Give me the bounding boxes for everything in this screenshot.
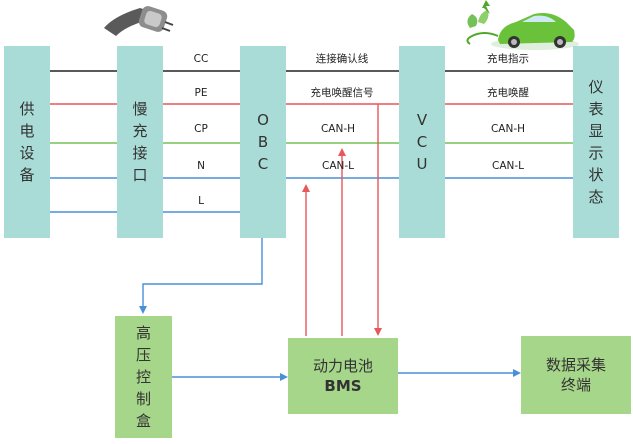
dashboard-box: 仪表显示状态 — [573, 46, 619, 238]
wire-label-can-h-mid: CAN-H — [320, 123, 356, 135]
obc-label: OBC — [257, 111, 269, 173]
vcu-label: VCU — [416, 111, 428, 173]
slow-charge-port-label: 慢充接口 — [132, 100, 148, 184]
data-terminal-box: 数据采集 终端 — [521, 336, 631, 414]
wire-label-l: L — [198, 195, 204, 207]
bms-label-line2: BMS — [324, 377, 362, 395]
wire-label-can-l-right: CAN-L — [491, 160, 525, 172]
power-supply-label: 供电设备 — [19, 100, 35, 184]
wire-label-cp: CP — [194, 123, 208, 135]
data-terminal-label-line2: 终端 — [560, 376, 591, 394]
wire-label-pe: PE — [194, 87, 208, 99]
wire-label-connect-confirm: 连接确认线 — [315, 53, 369, 65]
power-supply-box: 供电设备 — [4, 46, 50, 238]
wire-label-charge-indicator: 充电指示 — [487, 53, 529, 65]
dashboard-label: 仪表显示状态 — [588, 78, 604, 206]
wire-label-charge-wake: 充电唤醒 — [487, 87, 529, 99]
bms-label-line1: 动力电池 — [312, 357, 373, 375]
wire-label-wake-signal: 充电唤醒信号 — [310, 87, 374, 99]
wire-obc-to-hvbox — [139, 238, 263, 314]
vcu-box: VCU — [399, 46, 445, 238]
data-terminal-label-line1: 数据采集 — [545, 356, 606, 374]
slow-charge-port-box: 慢充接口 — [117, 46, 163, 238]
wire-label-n: N — [197, 160, 205, 172]
wire-label-can-h-right: CAN-H — [490, 123, 526, 135]
hv-control-label: 高压控制盒 — [135, 324, 151, 430]
hv-control-box: 高压控制盒 — [115, 316, 172, 438]
bms-box: 动力电池 BMS — [288, 338, 398, 414]
wire-label-cc: CC — [193, 53, 209, 65]
obc-box: OBC — [240, 46, 286, 238]
electric-car-icon — [466, 0, 579, 50]
wire-label-can-l-mid: CAN-L — [321, 160, 355, 172]
charging-plug-icon — [104, 6, 174, 36]
